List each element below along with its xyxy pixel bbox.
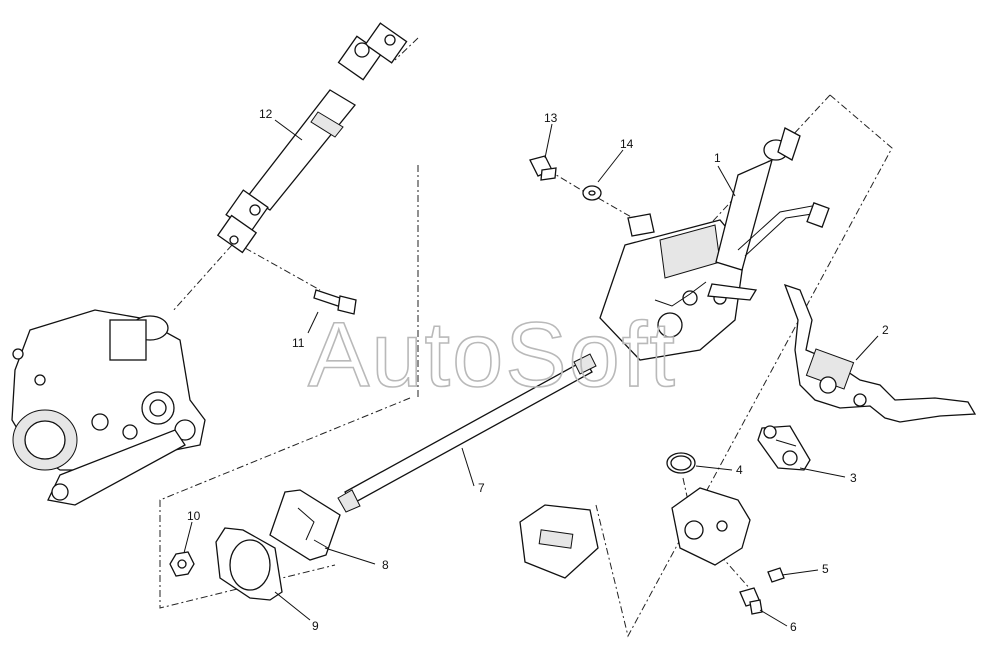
callout-11: 11 xyxy=(292,336,305,350)
shear-bolt xyxy=(739,587,763,615)
washer xyxy=(582,185,602,201)
callout-13: 13 xyxy=(544,111,558,125)
callout-3: 3 xyxy=(850,471,857,485)
callout-2: 2 xyxy=(882,323,889,337)
column-bolt xyxy=(529,155,557,181)
leader-lines xyxy=(183,119,879,627)
seal-plate xyxy=(269,489,341,561)
intermediate-shaft xyxy=(216,22,408,254)
o-ring xyxy=(666,452,696,474)
steering-gear-box xyxy=(11,309,206,506)
screw xyxy=(767,567,785,583)
callout-5: 5 xyxy=(822,562,829,576)
watermark: AutoSoft xyxy=(308,304,677,406)
column-cover xyxy=(519,504,599,579)
callout-8: 8 xyxy=(382,558,389,572)
lock-housing xyxy=(671,487,751,566)
steering-column-assembly xyxy=(599,127,830,361)
pinch-bolt xyxy=(313,289,357,315)
callout-4: 4 xyxy=(736,463,743,477)
callout-6: 6 xyxy=(790,620,797,634)
gasket xyxy=(215,527,283,601)
callout-10: 10 xyxy=(187,509,201,523)
callout-1: 1 xyxy=(714,151,721,165)
nut xyxy=(169,551,195,577)
callout-9: 9 xyxy=(312,619,319,633)
switch-module xyxy=(757,425,811,471)
callout-14: 14 xyxy=(620,137,634,151)
combination-lever xyxy=(783,283,977,423)
callout-labels: 1 2 3 4 5 6 7 8 9 10 11 12 13 14 xyxy=(187,107,889,634)
callout-7: 7 xyxy=(478,481,485,495)
callout-12: 12 xyxy=(259,107,273,121)
lower-steering-shaft xyxy=(337,353,597,513)
